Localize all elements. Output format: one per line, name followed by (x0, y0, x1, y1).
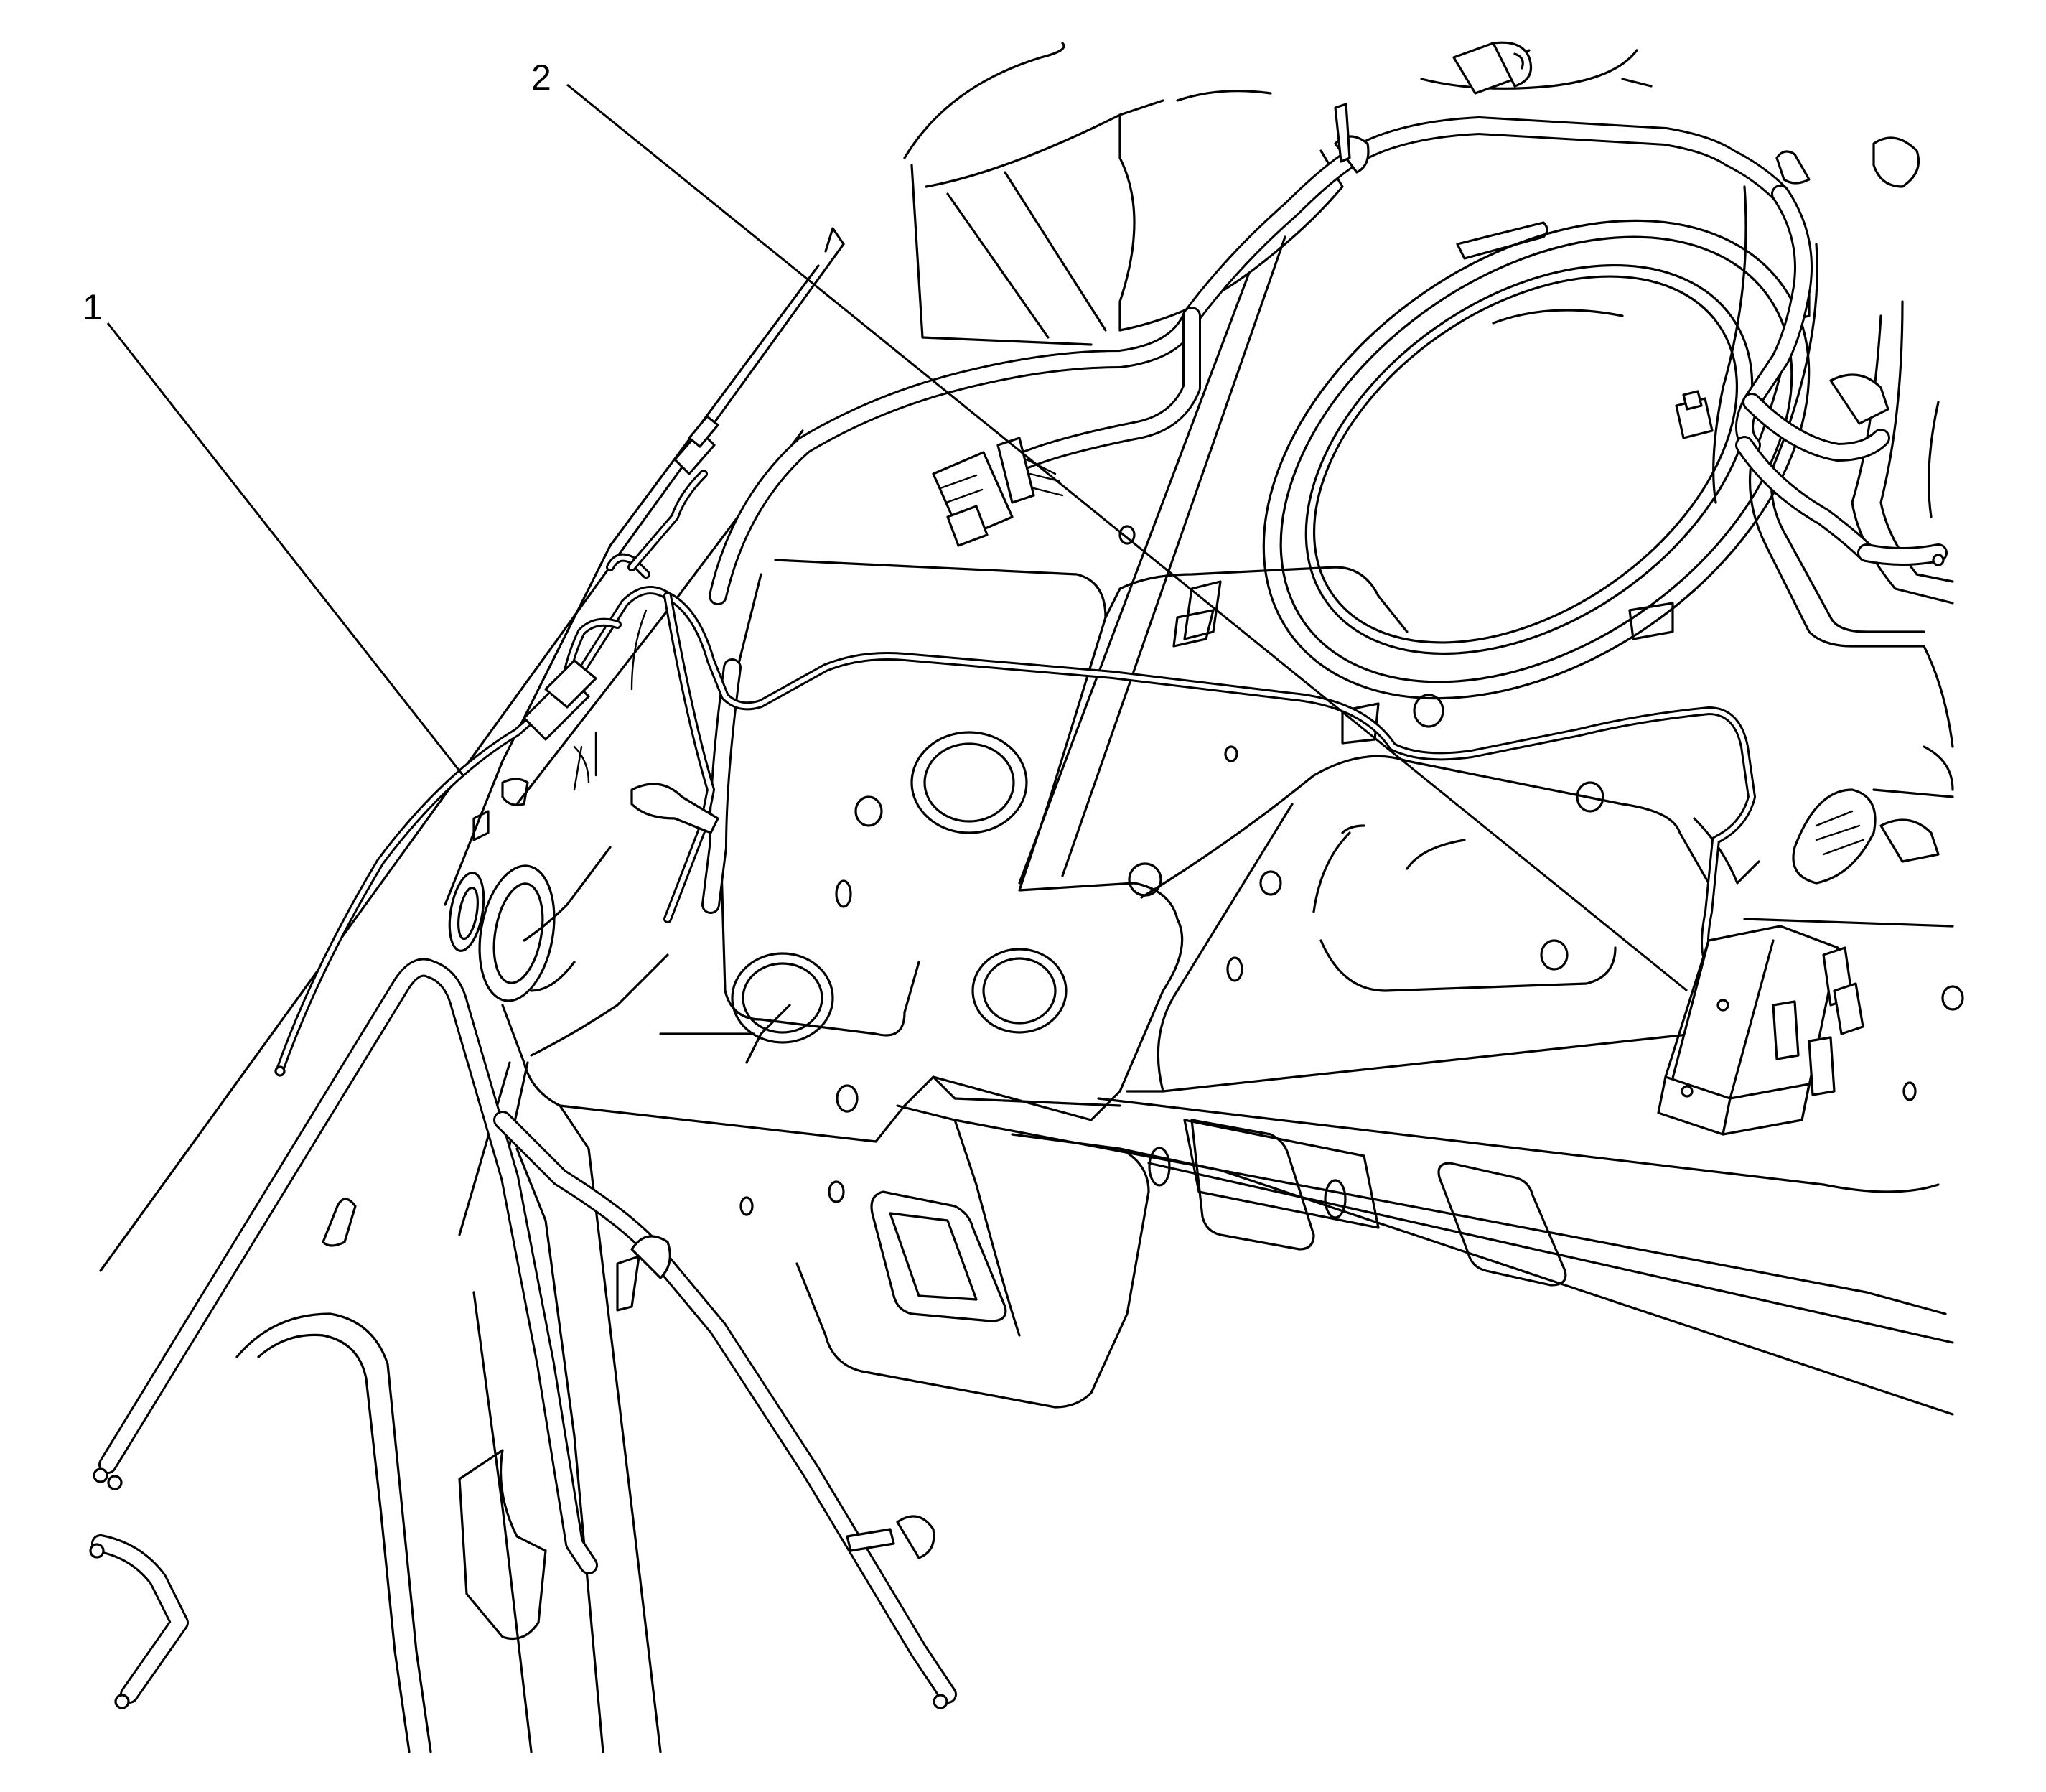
leader-lines (106, 83, 1688, 992)
upper-structure (903, 42, 1653, 346)
callout-label-2: 2 (531, 57, 551, 98)
connectors (523, 41, 1940, 1559)
cable-ends (89, 554, 1945, 1709)
panel-plugs (870, 1119, 1567, 1322)
lower-left-structure (235, 846, 791, 1753)
panel-holes (322, 150, 1964, 1247)
module (1657, 925, 1864, 1136)
leader-line-2 (566, 83, 1688, 992)
speaker-opening (1262, 219, 1811, 700)
pillar-speaker (448, 864, 556, 1002)
right-structure (1712, 185, 1954, 798)
callout-label-1: 1 (83, 287, 103, 327)
leader-line-1 (106, 322, 464, 776)
thin-wire-harness (274, 470, 1756, 1077)
